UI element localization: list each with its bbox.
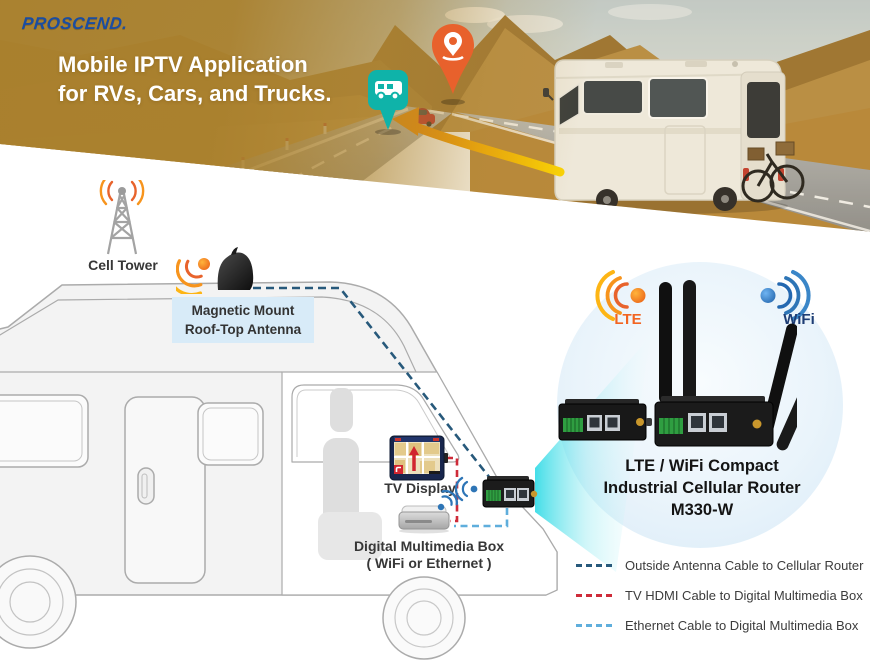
- cell-tower-icon: [99, 180, 145, 255]
- legend-row-antenna-cable: Outside Antenna Cable to Cellular Router: [576, 558, 863, 573]
- tv-display-icon: [389, 435, 448, 481]
- wifi-signal-icon: [760, 270, 811, 321]
- multimedia-box-icon: [398, 505, 450, 534]
- roof-antenna-label: Magnetic Mount Roof-Top Antenna: [172, 297, 314, 343]
- product-name-line3: M330-W: [670, 501, 734, 519]
- lte-signal-icon: [595, 270, 646, 321]
- m330w-router-antennas-icon: [654, 280, 797, 451]
- legend-label-hdmi-cable: TV HDMI Cable to Digital Multimedia Box: [625, 588, 863, 603]
- magnifier-beam: [535, 337, 650, 572]
- driver-seat: [318, 388, 382, 560]
- lte-label: LTE: [614, 311, 642, 328]
- banner-title-line2: for RVs, Cars, and Trucks.: [58, 81, 332, 106]
- ethernet-cable-line: [454, 508, 509, 528]
- roof-antenna-icon: [176, 247, 254, 294]
- multimedia-box-label-line2: ( WiFi or Ethernet ): [366, 555, 492, 571]
- roof-antenna-label-line1: Magnetic Mount: [191, 303, 295, 318]
- rv-map-pin-icon: [368, 70, 408, 135]
- legend-row-hdmi-cable: TV HDMI Cable to Digital Multimedia Box: [576, 588, 863, 603]
- multimedia-box-label-line1: Digital Multimedia Box: [353, 538, 505, 554]
- antenna-cable-line: [253, 286, 499, 488]
- hdmi-cable-line: [446, 456, 459, 523]
- tv-display-label: TV Display: [384, 480, 456, 496]
- cable-legend: Outside Antenna Cable to Cellular Router…: [576, 558, 863, 648]
- m330-router-icon: [558, 399, 652, 441]
- banner-title: Mobile IPTV Application for RVs, Cars, a…: [58, 50, 331, 108]
- legend-label-antenna-cable: Outside Antenna Cable to Cellular Router: [625, 558, 864, 573]
- wifi-waves-box-icon: [437, 489, 458, 511]
- banner-title-line1: Mobile IPTV Application: [58, 52, 308, 77]
- legend-dash-navy: [576, 564, 614, 567]
- cellular-router-small-icon: [482, 476, 538, 508]
- location-pin-icon: [432, 24, 474, 105]
- product-name-line1: LTE / WiFi Compact: [625, 457, 779, 475]
- multimedia-box-label: Digital Multimedia Box ( WiFi or Etherne…: [340, 538, 518, 572]
- roof-antenna-label-line2: Roof-Top Antenna: [184, 322, 302, 337]
- cell-tower-label: Cell Tower: [88, 257, 158, 273]
- product-name-line2: Industrial Cellular Router: [603, 479, 801, 497]
- legend-label-ethernet-cable: Ethernet Cable to Digital Multimedia Box: [625, 618, 859, 633]
- product-name: LTE / WiFi Compact Industrial Cellular R…: [562, 455, 842, 521]
- legend-dash-red: [576, 594, 614, 597]
- legend-row-ethernet-cable: Ethernet Cable to Digital Multimedia Box: [576, 618, 863, 633]
- legend-dash-blue: [576, 624, 614, 627]
- wifi-waves-router-icon: [455, 476, 478, 502]
